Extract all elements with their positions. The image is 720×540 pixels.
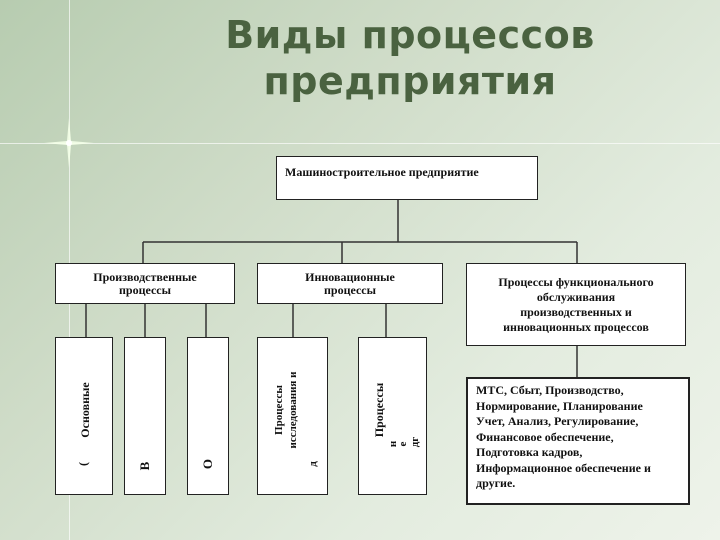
node-production-label-line1: Производственные (93, 269, 197, 284)
node-functional-list: МТС, Сбыт, Производство, Нормирование, П… (466, 377, 690, 505)
node-innovation-sub-processes: Процессы н е дг (358, 337, 427, 495)
decorative-horizontal-line (0, 143, 720, 144)
functional-list-line1: МТС, Сбыт, Производство, (476, 383, 624, 397)
functional-list-line2: Нормирование, Планирование (476, 398, 643, 413)
node-innovation-label-line1: Инновационные (305, 269, 395, 284)
node-research-processes: Процессы исследования и д (257, 337, 328, 495)
node-production-processes: Производственные процессы (55, 263, 235, 304)
functional-list-line6: Информационное обеспечение и (476, 460, 651, 475)
node-innovation-sub-line4: дг (409, 436, 421, 448)
root-node-label: Машиностроительное предприятие (285, 165, 479, 179)
node-research-line3: д (307, 461, 319, 467)
slide-title-line1: Виды процессов (225, 13, 595, 57)
node-research-line2: исследования и (287, 371, 299, 449)
slide-title-line2: предприятия (263, 59, 557, 103)
node-main-processes: Основные ( (55, 337, 113, 495)
node-research-line1: Процессы (273, 385, 285, 435)
functional-list-line7: другие. (476, 476, 516, 490)
functional-list-line3: Учет, Анализ, Регулирование, (476, 414, 639, 428)
node-auxiliary-processes: В (124, 337, 166, 495)
node-functional-line2: обслуживания (536, 289, 616, 304)
node-innovation-processes: Инновационные процессы (257, 263, 443, 304)
node-main-processes-extra: ( (76, 462, 90, 466)
node-main-processes-label: Основные (78, 382, 92, 438)
node-functional-line4: инновационных процессов (503, 319, 649, 334)
sparkle-icon (44, 118, 94, 168)
functional-list-line5: Подготовка кадров, (476, 445, 583, 459)
node-production-label-line2: процессы (119, 282, 171, 297)
node-service-processes-label: О (200, 458, 215, 470)
node-service-processes: О (187, 337, 229, 495)
node-innovation-sub-line1: Процессы (372, 382, 386, 438)
node-functional-service-processes: Процессы функционального обслуживания пр… (466, 263, 686, 346)
node-auxiliary-processes-label: В (137, 461, 152, 471)
node-functional-line1: Процессы функционального (498, 274, 654, 289)
node-innovation-sub-line3: е (397, 441, 409, 447)
node-innovation-label-line2: процессы (324, 282, 376, 297)
functional-list-line4: Финансовое обеспечение, (476, 429, 614, 444)
node-functional-line3: производственных и (520, 304, 632, 319)
root-node-enterprise: Машиностроительное предприятие (276, 156, 538, 200)
